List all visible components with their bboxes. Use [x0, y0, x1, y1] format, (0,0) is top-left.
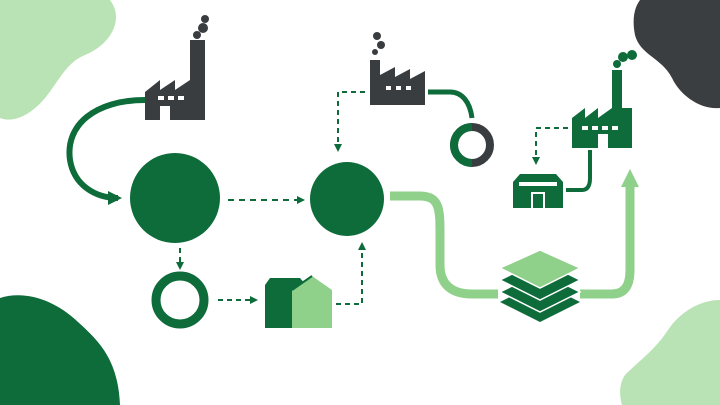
dashed-arrow-warehouse-to-hub [336, 242, 366, 305]
blob-top-right [633, 0, 720, 109]
hub-center [310, 162, 384, 236]
blob-bottom-left [0, 295, 120, 405]
blob-bottom-right [620, 300, 720, 405]
hub-left [130, 153, 220, 243]
layers-stack-icon [498, 249, 582, 322]
light-flow-layers-to-factory [580, 169, 639, 299]
factory-icon [572, 50, 637, 148]
solid-arrow-factory-to-hub [66, 97, 146, 205]
warehouse-icon [265, 275, 332, 328]
factory-icon [145, 15, 209, 120]
factory-icon [370, 32, 425, 105]
ring-left [151, 271, 209, 329]
dashed-arrow-top-to-hub [334, 91, 365, 152]
blob-top-left [0, 0, 116, 120]
solid-line-warehouse-to-factory [566, 150, 592, 192]
dashed-arrow-factory-to-warehouse [532, 127, 568, 165]
warehouse-icon [513, 174, 563, 208]
solid-line-factory-to-ring [428, 89, 475, 119]
ring-right [449, 123, 494, 167]
light-flow-hub-to-layers [390, 191, 498, 299]
